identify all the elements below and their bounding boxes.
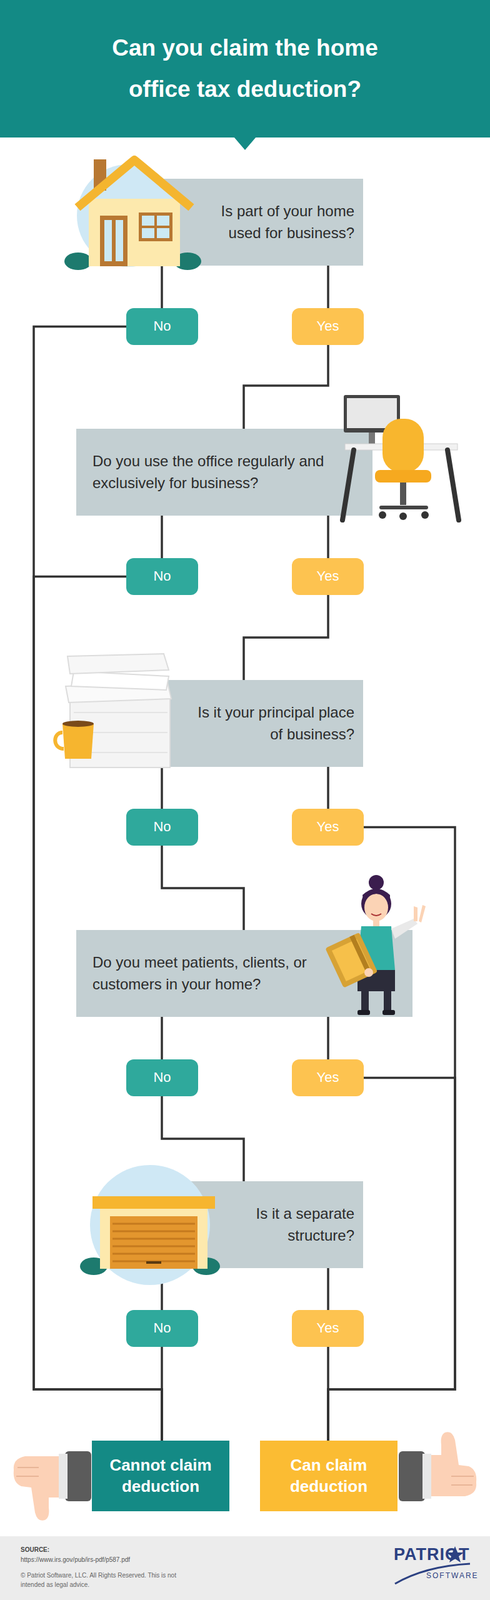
node-text: Yes — [316, 1069, 340, 1086]
connector-line — [326, 265, 330, 309]
result-box: Can claim deduction — [260, 1440, 398, 1512]
yes-pill: Yes — [291, 1059, 364, 1097]
node-text: Is it a separate structure? — [221, 1203, 355, 1247]
node-text: Yes — [316, 318, 340, 335]
logo-wordmark: PATRIOT — [393, 1545, 470, 1565]
connector-line — [160, 766, 164, 809]
no-pill: No — [126, 1310, 199, 1347]
header-pointer — [233, 136, 257, 150]
node-text: No — [153, 318, 171, 335]
no-pill: No — [126, 558, 199, 595]
connector-line — [161, 845, 244, 930]
connector-line — [160, 1016, 164, 1060]
node-text: Yes — [316, 1320, 340, 1337]
question-box: Is it your principal place of business? — [153, 680, 364, 767]
node-text: No — [153, 818, 171, 835]
no-pill: No — [126, 808, 199, 846]
yes-pill: Yes — [291, 1310, 364, 1347]
node-text: Do you meet patients, clients, or custom… — [92, 951, 329, 996]
node-text: No — [153, 1320, 171, 1337]
logo-subtitle: SOFTWARE — [426, 1571, 479, 1580]
source-heading: SOURCE: — [20, 1546, 50, 1554]
connector-line — [326, 515, 330, 559]
connector-line — [160, 265, 164, 309]
connector-line — [328, 827, 455, 1442]
desk-illustration — [342, 395, 459, 520]
no-pill: No — [126, 1059, 199, 1097]
connector-line — [161, 1096, 244, 1182]
node-text: Yes — [316, 568, 340, 585]
source-url: https://www.irs.gov/pub/irs-pdf/p587.pdf — [20, 1556, 130, 1564]
footer-band — [0, 1536, 490, 1600]
house-illustration — [64, 159, 202, 270]
connector-line — [160, 1346, 164, 1441]
connector-line — [243, 595, 329, 680]
title-text: Can you claim the home office tax deduct… — [57, 27, 433, 110]
no-pill: No — [126, 308, 199, 345]
garage-illustration — [80, 1165, 220, 1285]
thumbs-down-icon — [13, 1451, 92, 1521]
connector-line — [326, 1268, 330, 1310]
question-box: Is part of your home used for business? — [153, 178, 364, 266]
result-box: Cannot claim deduction — [91, 1440, 230, 1512]
connector-line — [326, 1016, 330, 1060]
header-band — [0, 0, 490, 138]
yes-pill: Yes — [291, 308, 364, 345]
yes-pill: Yes — [291, 558, 364, 595]
node-text: No — [153, 568, 171, 585]
question-box: Do you use the office regularly and excl… — [76, 428, 373, 516]
node-text: Yes — [316, 818, 340, 835]
yes-pill: Yes — [291, 808, 364, 846]
node-text: Is it your principal place of business? — [196, 701, 355, 746]
papers-illustration — [55, 653, 172, 768]
node-text: Do you use the office regularly and excl… — [92, 450, 338, 495]
node-text: No — [153, 1069, 171, 1086]
connector-line — [326, 766, 330, 809]
connector-line — [160, 515, 164, 559]
connector-line — [243, 345, 329, 429]
node-text: Can claim deduction — [268, 1455, 389, 1498]
node-text: Is part of your home used for business? — [200, 200, 355, 245]
connector-line — [326, 1346, 330, 1441]
copyright-note: © Patriot Software, LLC. All Rights Rese… — [20, 1571, 177, 1590]
woman-illustration — [325, 875, 426, 1015]
thumbs-up-icon — [398, 1431, 477, 1502]
node-text: Cannot claim deduction — [100, 1455, 221, 1498]
